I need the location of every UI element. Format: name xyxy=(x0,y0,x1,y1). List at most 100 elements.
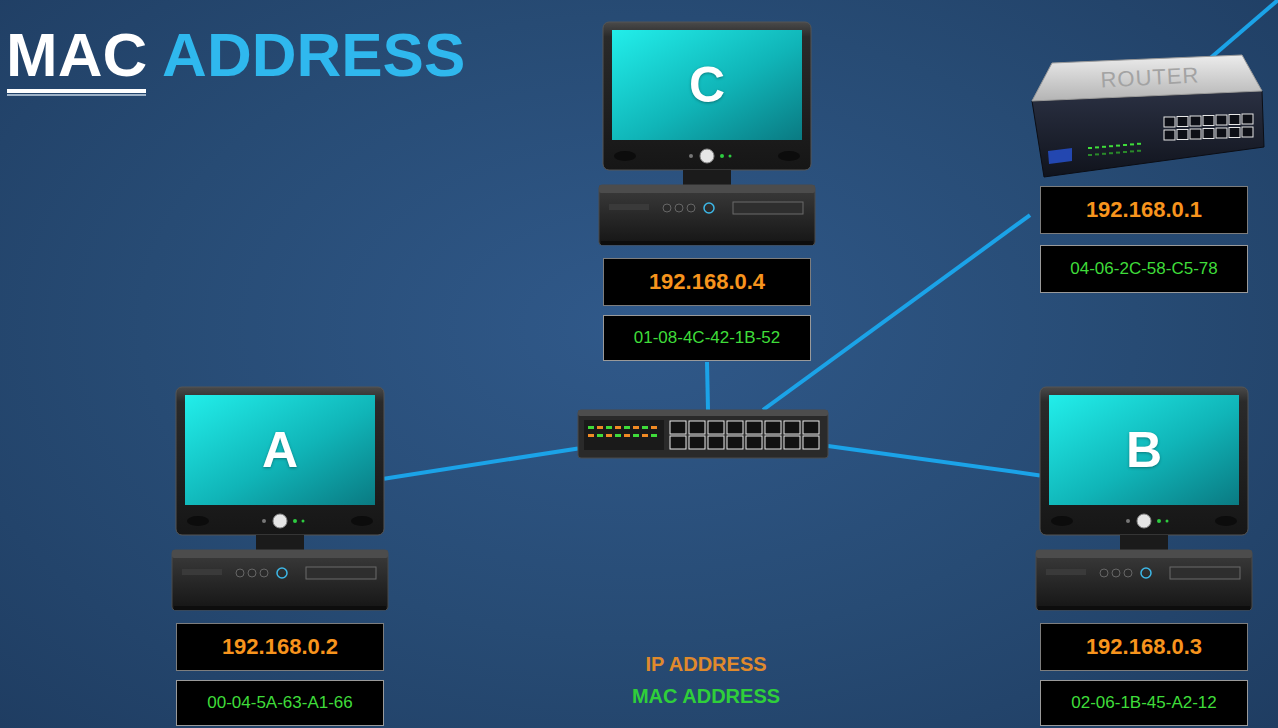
switch-port xyxy=(746,421,762,434)
switch-port xyxy=(784,436,800,449)
mac-address: 01-08-4C-42-1B-52 xyxy=(603,315,811,361)
network-cable xyxy=(707,362,708,410)
legend-entry: MAC ADDRESS xyxy=(556,680,856,712)
switch-port xyxy=(746,436,762,449)
computer-node: A 192.168.0.2 00-04-5A-63-A1-66 xyxy=(176,387,384,727)
power-button xyxy=(273,514,287,528)
ip-address: 192.168.0.3 xyxy=(1040,623,1248,671)
switch-panel xyxy=(584,420,664,450)
pc-base-shadow xyxy=(174,606,386,610)
speaker xyxy=(778,151,800,161)
badge xyxy=(609,204,649,210)
pc-button xyxy=(1100,569,1108,577)
switch-led xyxy=(624,434,630,437)
router-port xyxy=(1177,130,1188,140)
screen-letter: C xyxy=(612,30,802,140)
router-led xyxy=(1130,150,1134,152)
monitor-screen xyxy=(185,395,375,505)
router-led xyxy=(1109,145,1113,147)
speaker xyxy=(614,151,636,161)
router-led xyxy=(1130,143,1134,145)
switch-led xyxy=(615,426,621,429)
router-led xyxy=(1123,151,1127,153)
switch-top xyxy=(578,410,828,416)
pc-button xyxy=(1112,569,1120,577)
title-underline-shadow xyxy=(7,94,146,96)
router-led xyxy=(1102,146,1106,148)
ip-address: 192.168.0.4 xyxy=(603,258,811,306)
indicator-dot xyxy=(262,519,266,523)
pc-base xyxy=(172,550,388,610)
monitor-bezel xyxy=(176,387,384,535)
router-port xyxy=(1177,117,1188,127)
router-front xyxy=(1032,91,1264,177)
router-led xyxy=(1109,152,1113,154)
switch-port xyxy=(803,436,819,449)
mac-address: 02-06-1B-45-A2-12 xyxy=(1040,680,1248,726)
monitor-bezel xyxy=(1040,387,1248,535)
pc-base-top xyxy=(1036,550,1252,558)
drive-slot xyxy=(1170,567,1240,579)
switch-port xyxy=(727,421,743,434)
switch-port xyxy=(670,436,686,449)
switch-illustration xyxy=(578,410,828,458)
router-led xyxy=(1137,150,1141,152)
legend-entry: IP ADDRESS xyxy=(556,648,856,680)
switch-port xyxy=(708,421,724,434)
router-led xyxy=(1088,154,1092,156)
monitor-neck xyxy=(1120,535,1168,552)
indicator-dot xyxy=(1126,519,1130,523)
indicator-dot xyxy=(689,154,693,158)
switch-port xyxy=(727,436,743,449)
network-cable xyxy=(384,448,578,478)
switch-port xyxy=(784,421,800,434)
switch-led xyxy=(633,426,639,429)
title: MAC ADDRESS xyxy=(6,24,465,86)
router-led xyxy=(1095,153,1099,155)
pc-button xyxy=(236,569,244,577)
router-port xyxy=(1203,129,1214,139)
switch-port xyxy=(765,436,781,449)
pc-button xyxy=(260,569,268,577)
router-node: ROUTER192.168.0.104-06-2C-58-C5-78 xyxy=(1030,55,1265,295)
computer-node: C 192.168.0.4 01-08-4C-42-1B-52 xyxy=(603,22,811,362)
screen-letter: A xyxy=(185,395,375,505)
router-port xyxy=(1164,117,1175,127)
pc-base-top xyxy=(172,550,388,558)
pc-base-shadow xyxy=(601,241,813,245)
monitor-neck xyxy=(256,535,304,552)
screen-letter: B xyxy=(1049,395,1239,505)
ip-address: 192.168.0.2 xyxy=(176,623,384,671)
router-badge xyxy=(1048,148,1072,164)
router-top xyxy=(1032,55,1262,101)
pc-button xyxy=(1124,569,1132,577)
router-led xyxy=(1123,144,1127,146)
switch-port xyxy=(689,421,705,434)
router-port xyxy=(1190,129,1201,139)
switch-led xyxy=(597,426,603,429)
switch-led xyxy=(651,434,657,437)
switch-body xyxy=(578,410,828,458)
pc-base-top xyxy=(599,185,815,193)
monitor-screen xyxy=(612,30,802,140)
computer-node: B 192.168.0.3 02-06-1B-45-A2-12 xyxy=(1040,387,1248,727)
switch-led xyxy=(651,426,657,429)
switch-led xyxy=(606,434,612,437)
indicator-dot xyxy=(1166,520,1169,523)
router-port xyxy=(1203,116,1214,126)
power-icon xyxy=(704,203,714,213)
drive-slot xyxy=(733,202,803,214)
indicator-dot xyxy=(302,520,305,523)
router-port xyxy=(1229,115,1240,125)
speaker xyxy=(187,516,209,526)
switch-led xyxy=(642,426,648,429)
switch-port xyxy=(708,436,724,449)
pc-base xyxy=(1036,550,1252,610)
router-port xyxy=(1164,130,1175,140)
router-port xyxy=(1242,114,1253,124)
router-port xyxy=(1242,127,1253,137)
mac-address: 00-04-5A-63-A1-66 xyxy=(176,680,384,726)
router-led xyxy=(1102,153,1106,155)
pc-base-shadow xyxy=(1038,606,1250,610)
